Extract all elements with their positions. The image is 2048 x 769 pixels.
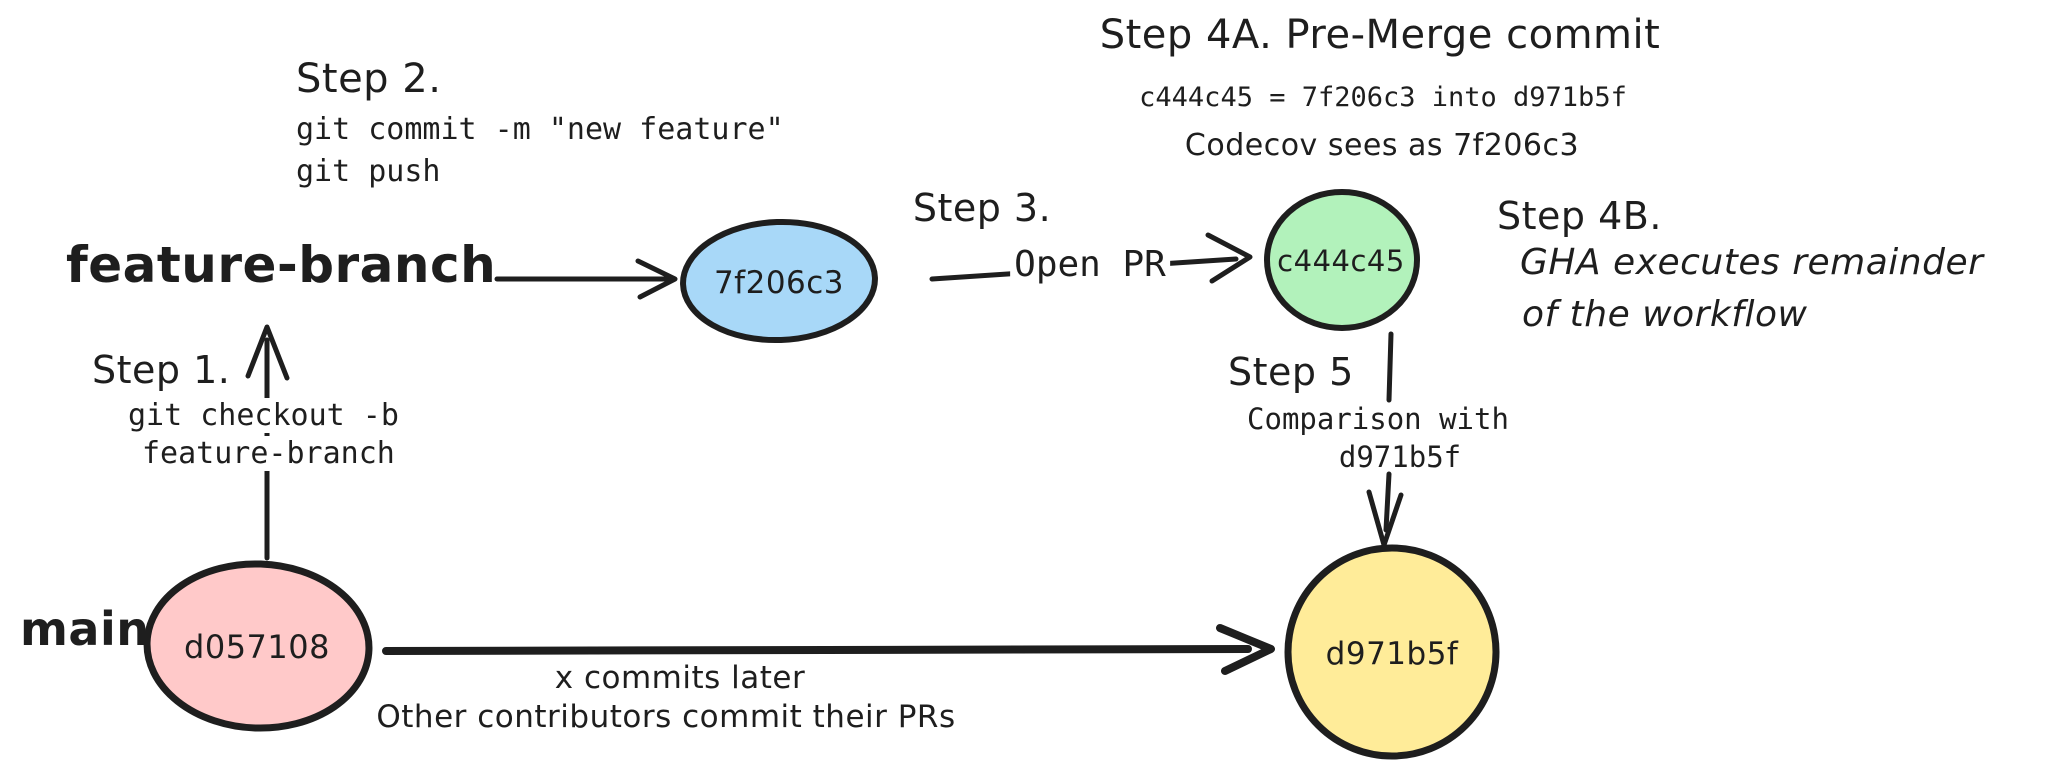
step4b-line-2: of the workflow	[1522, 294, 1808, 335]
step4b-title: Step 4B.	[1497, 194, 1662, 238]
step1-title: Step 1.	[92, 348, 231, 392]
step1-command-1: git checkout -b	[124, 398, 403, 433]
step3-arrow-label: Open PR	[1010, 244, 1170, 285]
main-arrow-note-1: x commits later	[554, 660, 806, 696]
step4a-title: Step 4A. Pre-Merge commit	[1099, 12, 1661, 58]
node-d057108	[143, 560, 373, 732]
arrow-c444c45-to-d971b5f	[1366, 331, 1404, 548]
arrow-featurebranch-to-7f206c3	[494, 258, 678, 300]
node-label-d971b5f: d971b5f	[1325, 636, 1459, 672]
main-arrow-note-2: Other contributors commit their PRs	[376, 699, 956, 735]
node-c444c45	[1264, 189, 1420, 331]
step2-command-2: git push	[296, 154, 441, 189]
node-d971b5f	[1284, 544, 1500, 760]
step4a-code-line: c444c45 = 7f206c3 into d971b5f	[1139, 82, 1627, 113]
step3-title: Step 3.	[912, 186, 1052, 230]
main-branch-label: main	[20, 602, 150, 656]
node-label-7f206c3: 7f206c3	[713, 265, 845, 301]
step2-command-1: git commit -m "new feature"	[296, 112, 784, 147]
step5-title: Step 5	[1228, 350, 1354, 394]
node-label-c444c45: c444c45	[1277, 244, 1405, 278]
step4b-line-1: GHA executes remainder	[1520, 242, 1984, 283]
step5-line-2: d971b5f	[1338, 440, 1462, 474]
step1-command-2: feature-branch	[138, 436, 399, 471]
feature-branch-label: feature-branch	[66, 236, 497, 294]
arrow-d057108-to-d971b5f	[382, 624, 1275, 675]
node-label-d057108: d057108	[184, 628, 330, 666]
node-7f206c3	[680, 218, 878, 344]
step4a-note-line: Codecov sees as 7f206c3	[1184, 128, 1580, 163]
step5-line-1: Comparison with	[1247, 402, 1509, 436]
step2-title: Step 2.	[296, 56, 442, 102]
